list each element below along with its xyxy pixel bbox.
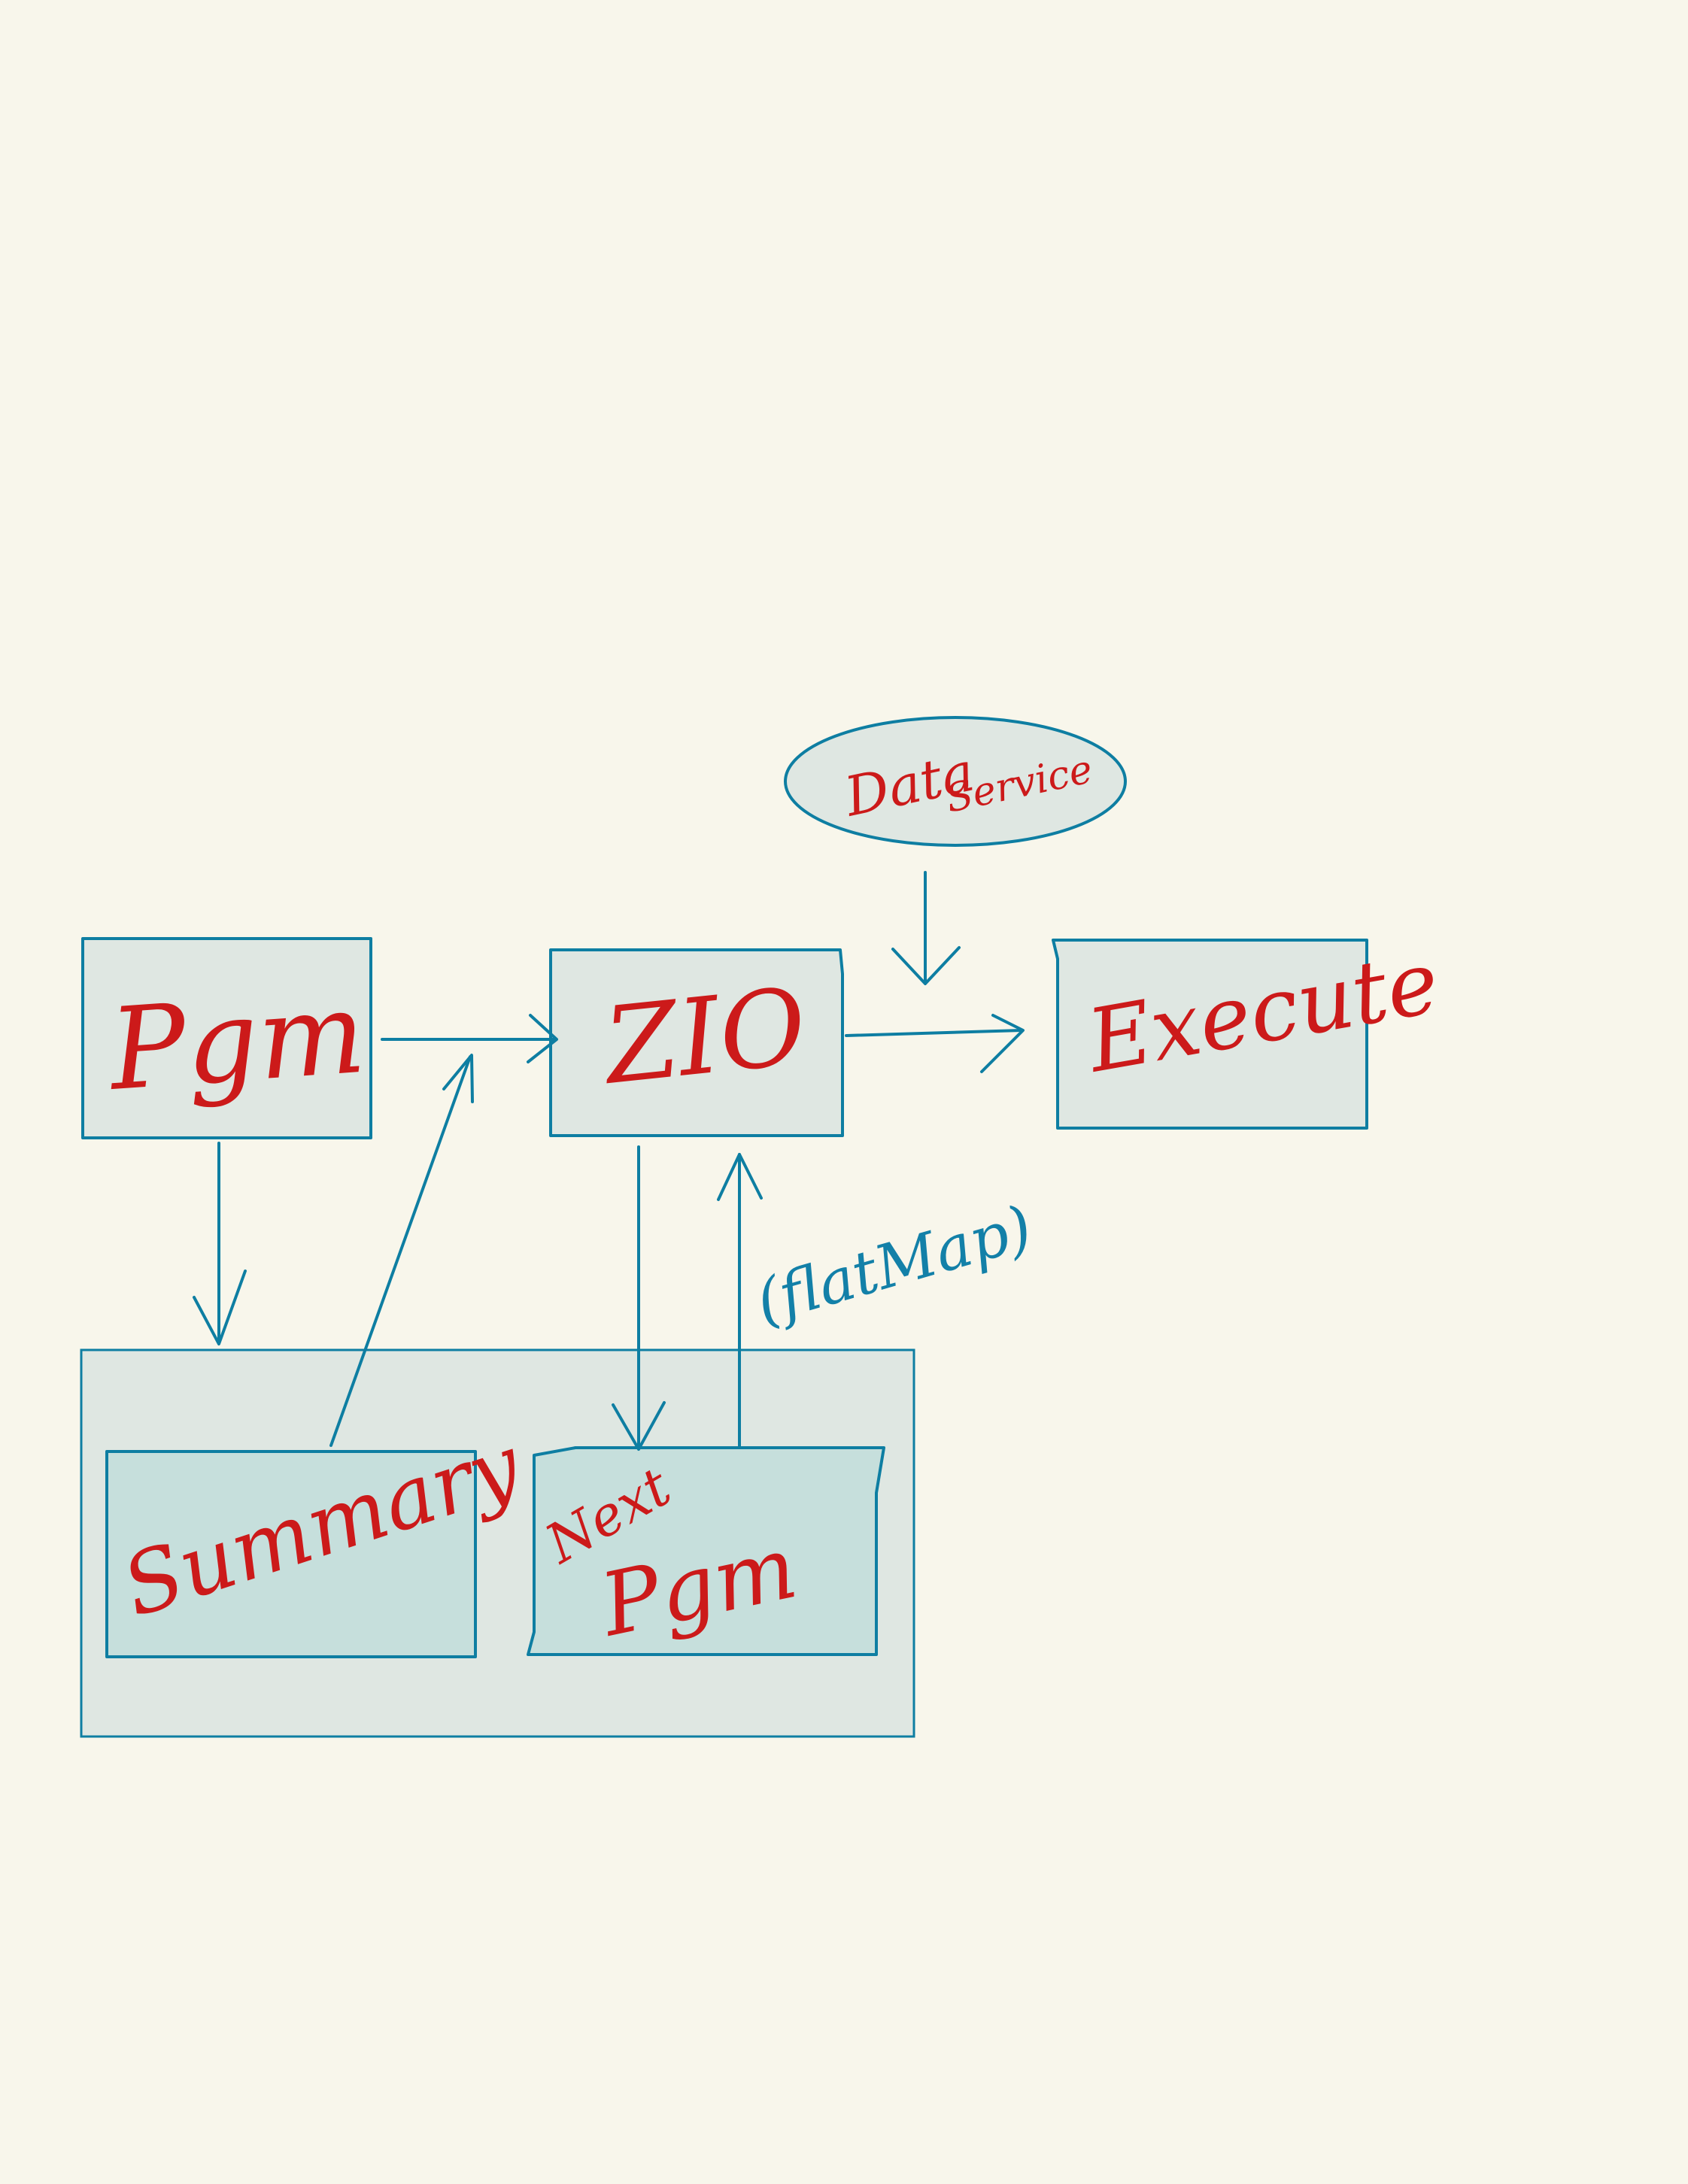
next-pgm-node: Next Pgm xyxy=(527,1446,885,1657)
zio-label: ZIO xyxy=(597,966,812,1109)
execute-node: Execute xyxy=(1052,932,1446,1130)
arrow-zio-to-next-pgm xyxy=(612,1145,666,1451)
data-service-node: Data Service xyxy=(784,716,1127,847)
arrow-data-service-down xyxy=(891,871,961,985)
arrow-next-pgm-to-zio xyxy=(717,1153,763,1449)
summary-node: Summary xyxy=(105,1416,533,1658)
pgm-node: Pgm xyxy=(81,937,372,1139)
arrow-summary-to-zio xyxy=(329,1054,474,1447)
arrow-pgm-down xyxy=(193,1142,247,1345)
zio-node: ZIO xyxy=(549,948,844,1137)
arrow-pgm-to-zio xyxy=(381,1014,558,1063)
pgm-label: Pgm xyxy=(103,968,369,1116)
arrow-zio-to-execute xyxy=(845,1014,1025,1073)
flatmap-label: (flatMap) xyxy=(748,1192,1040,1337)
